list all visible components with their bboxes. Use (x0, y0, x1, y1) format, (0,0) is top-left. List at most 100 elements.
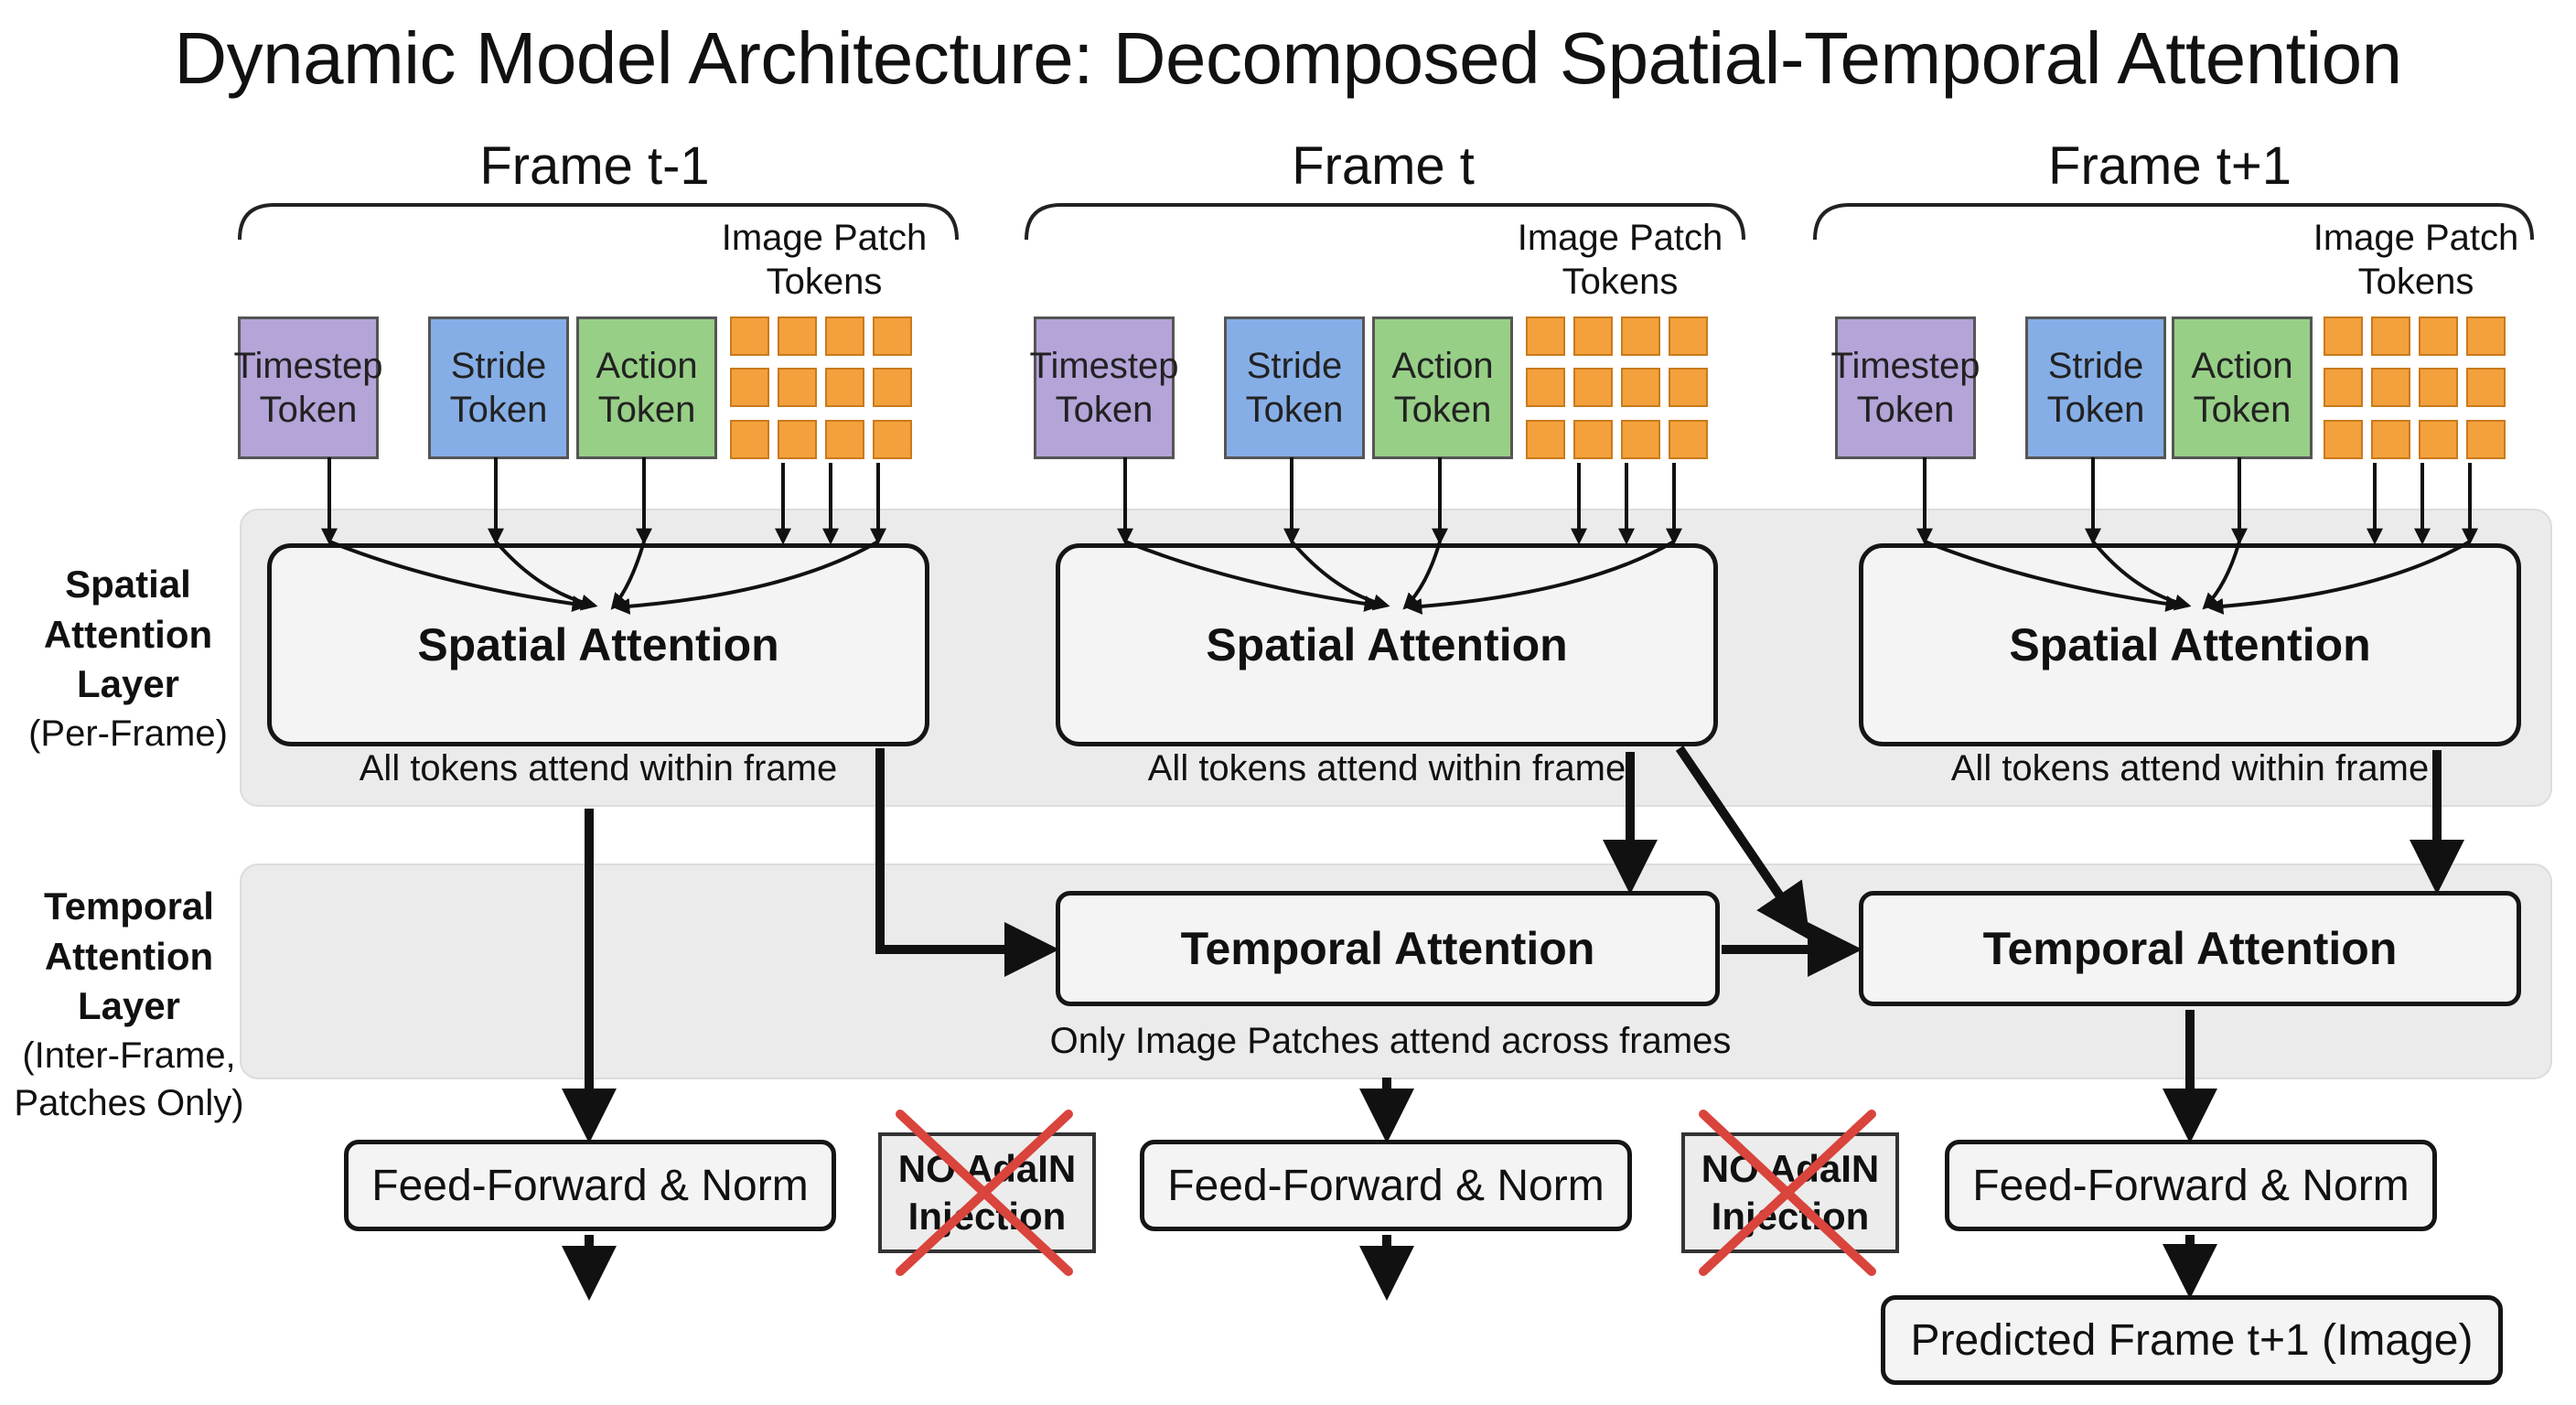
no-adain-label: NO AdaIN Injection (897, 1146, 1077, 1239)
image-patch (873, 368, 912, 408)
frame-brace-t-minus-1 (238, 203, 959, 241)
image-patch (1573, 316, 1613, 356)
cross-mark-2 (1699, 1110, 1876, 1276)
arrow-spatial-t-to-temporal-t-plus-1 (1675, 745, 1810, 940)
image-patch (730, 419, 769, 459)
spatial-attention-label: Spatial Attention (417, 619, 779, 670)
image-patch (1526, 419, 1565, 459)
frame-brace-t (1025, 203, 1745, 241)
temporal-layer-subtitle: (Inter-Frame, Patches Only) (14, 1035, 244, 1123)
image-patch (2324, 368, 2363, 408)
patch-tokens-label: Image Patch Tokens (2313, 218, 2519, 302)
action-token: Action Token (1372, 316, 1513, 459)
image-patch (825, 368, 864, 408)
frame-brace-t-plus-1 (1813, 203, 2534, 241)
image-patch (778, 419, 817, 459)
image-patch (778, 316, 817, 356)
image-patch (2371, 419, 2410, 459)
frame-label-t-minus-1: Frame t-1 (479, 136, 710, 196)
image-patch (825, 316, 864, 356)
action-token: Action Token (2172, 316, 2313, 459)
feed-forward-norm-t: Feed-Forward & Norm (1140, 1140, 1632, 1231)
image-patch (1621, 316, 1660, 356)
feed-forward-label: Feed-Forward & Norm (1972, 1161, 2410, 1210)
temporal-layer-title: Temporal Attention Layer (44, 885, 214, 1028)
temporal-layer-label: Temporal Attention Layer (Inter-Frame, P… (0, 882, 258, 1127)
no-adain-injection-box: NO AdaIN Injection (1681, 1132, 1899, 1253)
spatial-layer-subtitle: (Per-Frame) (28, 713, 228, 754)
image-patch (2419, 419, 2458, 459)
timestep-token: Timestep Token (234, 316, 383, 459)
spatial-caption: All tokens attend within frame (359, 748, 838, 788)
spatial-attention-block-t-minus-1: Spatial Attention (267, 543, 929, 746)
action-token: Action Token (576, 316, 717, 459)
token-arrows-t (1117, 457, 1682, 615)
image-patch (2371, 316, 2410, 356)
image-patch (2371, 368, 2410, 408)
image-patch-grid (2324, 316, 2506, 463)
image-patch (1573, 368, 1613, 408)
image-patch (2324, 316, 2363, 356)
stride-token: Stride Token (428, 316, 569, 459)
patch-tokens-label: Image Patch Tokens (721, 218, 928, 302)
spatial-caption: All tokens attend within frame (1950, 748, 2430, 788)
image-patch (1669, 368, 1708, 408)
image-patch (2324, 419, 2363, 459)
stride-token: Stride Token (2025, 316, 2166, 459)
image-patch (730, 316, 769, 356)
temporal-attention-block-t-plus-1: Temporal Attention (1859, 891, 2521, 1006)
image-patch (2466, 419, 2506, 459)
feed-forward-label: Feed-Forward & Norm (1167, 1161, 1605, 1210)
image-patch-grid (730, 316, 913, 463)
image-patch (1621, 419, 1660, 459)
image-patch-grid (1526, 316, 1709, 463)
temporal-caption: Only Image Patches attend across frames (1049, 1021, 1732, 1061)
feed-forward-norm-t-minus-1: Feed-Forward & Norm (344, 1140, 836, 1231)
token-arrows-t-plus-1 (1916, 457, 2478, 615)
image-patch (873, 419, 912, 459)
image-patch (1621, 368, 1660, 408)
temporal-attention-label: Temporal Attention (1982, 923, 2398, 974)
image-patch (1526, 316, 1565, 356)
main-flow-arrows (562, 745, 2464, 1301)
spatial-attention-label: Spatial Attention (1206, 619, 1568, 670)
spatial-attention-label: Spatial Attention (2009, 619, 2371, 670)
cross-marks (896, 1110, 1876, 1276)
image-patch (778, 368, 817, 408)
image-patch (2466, 368, 2506, 408)
temporal-attention-label: Temporal Attention (1180, 923, 1595, 974)
timestep-token: Timestep Token (1030, 316, 1179, 459)
spatial-layer-label: Spatial Attention Layer (Per-Frame) (0, 560, 256, 757)
image-patch (825, 419, 864, 459)
spatial-attention-block-t: Spatial Attention (1056, 543, 1718, 746)
temporal-attention-block-t: Temporal Attention (1056, 891, 1720, 1006)
patch-tokens-label: Image Patch Tokens (1517, 218, 1723, 302)
image-patch (2466, 316, 2506, 356)
image-patch (2419, 368, 2458, 408)
predicted-frame-label: Predicted Frame t+1 (Image) (1910, 1315, 2474, 1365)
image-patch (2419, 316, 2458, 356)
spatial-layer-title: Spatial Attention Layer (43, 563, 213, 706)
cross-mark-1 (896, 1110, 1073, 1276)
image-patch (730, 368, 769, 408)
image-patch (873, 316, 912, 356)
frame-label-t: Frame t (1292, 136, 1475, 196)
diagram-title: Dynamic Model Architecture: Decomposed S… (174, 17, 2402, 99)
image-patch (1573, 419, 1613, 459)
feed-forward-norm-t-plus-1: Feed-Forward & Norm (1945, 1140, 2437, 1231)
image-patch (1526, 368, 1565, 408)
timestep-token: Timestep Token (1831, 316, 1980, 459)
arrow-spatial-t-minus-1-to-temporal-t (875, 748, 1059, 977)
spatial-attention-block-t-plus-1: Spatial Attention (1859, 543, 2521, 746)
stride-token: Stride Token (1224, 316, 1365, 459)
frame-label-t-plus-1: Frame t+1 (2048, 136, 2292, 196)
image-patch (1669, 419, 1708, 459)
image-patch (1669, 316, 1708, 356)
feed-forward-label: Feed-Forward & Norm (371, 1161, 809, 1210)
no-adain-label: NO AdaIN Injection (1701, 1146, 1880, 1239)
spatial-caption: All tokens attend within frame (1147, 748, 1626, 788)
frame-braces (238, 203, 2534, 241)
token-arrows-t-minus-1 (321, 457, 886, 615)
predicted-frame-output: Predicted Frame t+1 (Image) (1881, 1295, 2503, 1385)
